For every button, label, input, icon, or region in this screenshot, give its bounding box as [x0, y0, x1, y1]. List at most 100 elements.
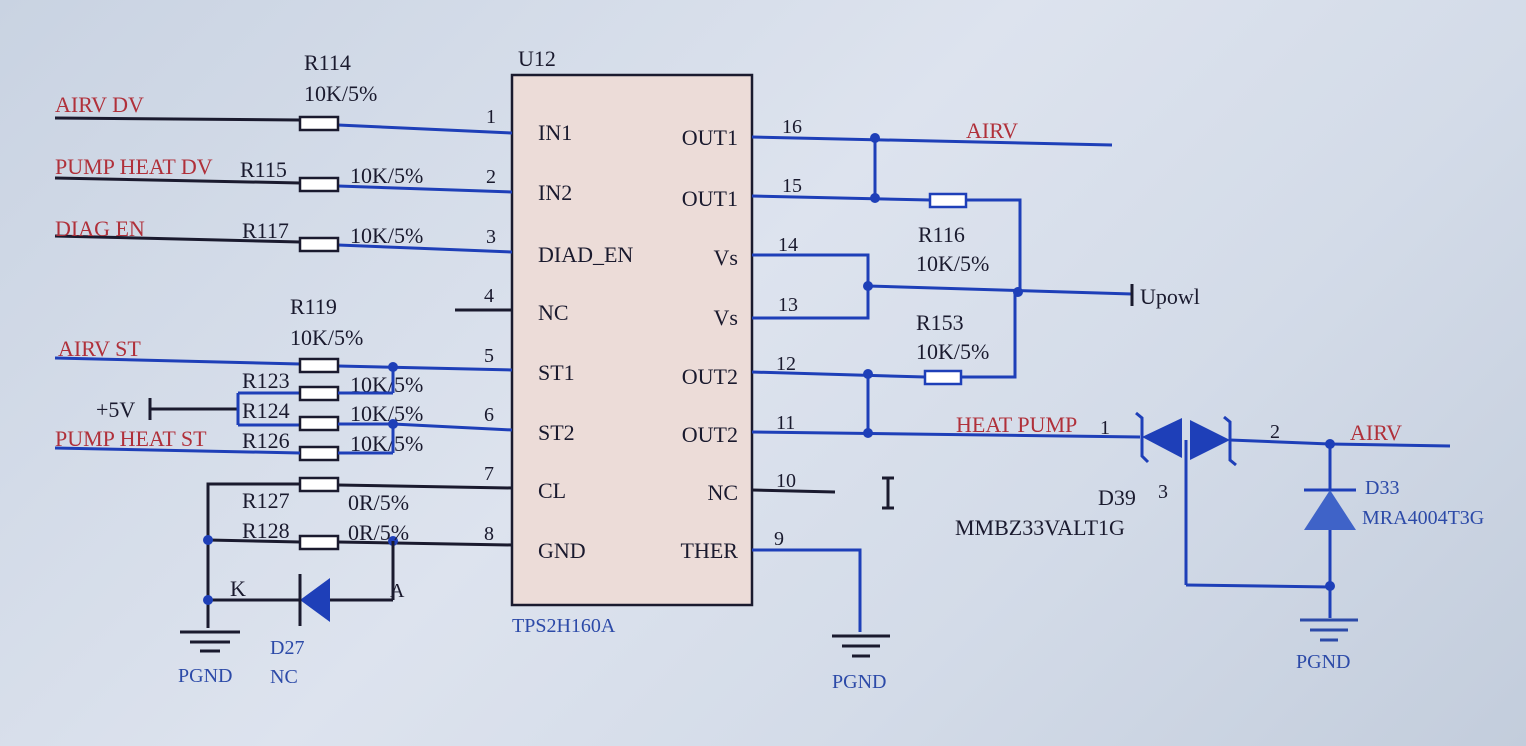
ic-pin-num-6: 6 [484, 404, 494, 426]
ic-pin-num-13: 13 [778, 294, 798, 316]
diode-d33 [1304, 490, 1356, 530]
resistor-r123 [298, 385, 340, 402]
junction-st2 [388, 419, 398, 429]
ic-pin-name-8: GND [538, 538, 586, 563]
wire-out2-heat-pump [751, 430, 1141, 439]
diode-d39-left [1142, 418, 1182, 458]
d39-pin1: 1 [1100, 417, 1110, 439]
junction-out1-bottom [870, 193, 880, 203]
ic-part-number: TPS2H160A [512, 615, 616, 637]
junction-d33-bottom [1325, 581, 1335, 591]
ic-pin-name-15: OUT1 [682, 186, 738, 211]
wire-d39-pin2 [1229, 438, 1331, 446]
d27-pin-a: A [390, 580, 405, 602]
r114-ref: R114 [304, 50, 351, 75]
r128-ref: R128 [242, 518, 290, 543]
ic-pin-name-16: OUT1 [682, 125, 738, 150]
net-label-heat-pump: HEAT PUMP [956, 412, 1077, 437]
junction-d27-k [203, 595, 213, 605]
resistor-r114 [298, 115, 340, 132]
wire-r115-in2 [337, 184, 513, 194]
pgnd-label-right: PGND [1296, 651, 1350, 673]
ic-pin-name-2: IN2 [538, 180, 572, 205]
d39-value: MMBZ33VALT1G [955, 515, 1125, 540]
resistor-r124 [298, 415, 340, 432]
resistor-r117 [298, 236, 340, 253]
resistor-r116 [928, 192, 968, 209]
d39-ref: D39 [1098, 485, 1136, 510]
net-label-airv-dv: AIRV DV [55, 92, 144, 117]
wire-r127-left [206, 482, 300, 628]
ic-pin-name-9: THER [681, 538, 739, 563]
r128-value: 0R/5% [348, 520, 409, 545]
ic-pin-name-5: ST1 [538, 360, 575, 385]
r115-ref: R115 [240, 157, 287, 182]
net-label-pump-heat-st: PUMP HEAT ST [55, 426, 207, 451]
ic-pin-name-4: NC [538, 300, 569, 325]
wire-airv-st [54, 356, 301, 366]
wire-ther [752, 548, 862, 632]
wire-airv-dv [54, 116, 301, 122]
wire-out1-15 [751, 194, 931, 202]
junction-r128-left [203, 535, 213, 545]
r126-ref: R126 [242, 428, 290, 453]
wire-vs-upowl [867, 284, 1133, 296]
pgnd-label-mid: PGND [832, 671, 886, 693]
ic-pin-num-15: 15 [782, 175, 802, 197]
ic-pin-num-12: 12 [776, 353, 796, 375]
r116-ref: R116 [918, 222, 965, 247]
r124-ref: R124 [242, 398, 290, 423]
resistor-r153 [923, 369, 963, 386]
ic-body [510, 73, 754, 607]
pgnd-label-left: PGND [178, 665, 232, 687]
wire-airv-right [1329, 442, 1451, 448]
d27-ref: D27 [270, 637, 304, 659]
wire-r114-in1 [337, 123, 513, 135]
ic-pin-name-6: ST2 [538, 420, 575, 445]
d27-pin-k: K [230, 576, 246, 601]
r117-value: 10K/5% [350, 223, 423, 248]
wire-gnd-pin [337, 540, 513, 547]
r119-ref: R119 [290, 294, 337, 319]
r116-value: 10K/5% [916, 251, 989, 276]
junction-vs [863, 281, 873, 291]
d33-value: MRA4004T3G [1362, 507, 1484, 529]
wire-r119-st1 [337, 364, 513, 372]
wire-out1-airv [751, 135, 1113, 147]
ic-pin-num-7: 7 [484, 463, 494, 485]
resistor-r119 [298, 357, 340, 374]
net-label-airv-right: AIRV [1350, 420, 1402, 445]
r115-value: 10K/5% [350, 163, 423, 188]
r153-ref: R153 [916, 310, 964, 335]
junction-st1 [388, 362, 398, 372]
ic-pin-name-1: IN1 [538, 120, 572, 145]
ic-pin-num-16: 16 [782, 116, 802, 138]
wire-d39-to-gnd [1185, 583, 1331, 589]
ic-pin-num-4: 4 [484, 285, 494, 307]
net-label-diag-en: DIAG EN [55, 216, 145, 241]
ic-pin-num-3: 3 [486, 226, 496, 248]
diode-d27 [300, 578, 330, 622]
ic-pin-name-3: DIAD_EN [538, 242, 633, 267]
diode-d39-left-bar [1135, 411, 1150, 464]
net-label-airv-st: AIRV ST [58, 336, 141, 361]
ic-pin-name-12: OUT2 [682, 364, 738, 389]
resistor-r126 [298, 445, 340, 462]
ic-pin-name-14: Vs [714, 245, 738, 270]
ic-pin-name-7: CL [538, 478, 566, 503]
r119-value: 10K/5% [290, 325, 363, 350]
d33-ref: D33 [1365, 477, 1399, 499]
wire-out2-12 [751, 370, 926, 379]
wire-r116-right [966, 198, 1022, 292]
d39-pin3: 3 [1158, 481, 1168, 503]
d39-pin2: 2 [1270, 421, 1280, 443]
wire-r153-right [961, 292, 1017, 379]
r127-ref: R127 [242, 488, 290, 513]
net-label-pump-heat-dv: PUMP HEAT DV [55, 154, 213, 179]
r114-value: 10K/5% [304, 81, 377, 106]
resistor-r115 [298, 176, 340, 193]
ic-pin-num-1: 1 [486, 106, 496, 128]
ic-ref: U12 [518, 46, 556, 71]
r124-value: 10K/5% [350, 401, 423, 426]
